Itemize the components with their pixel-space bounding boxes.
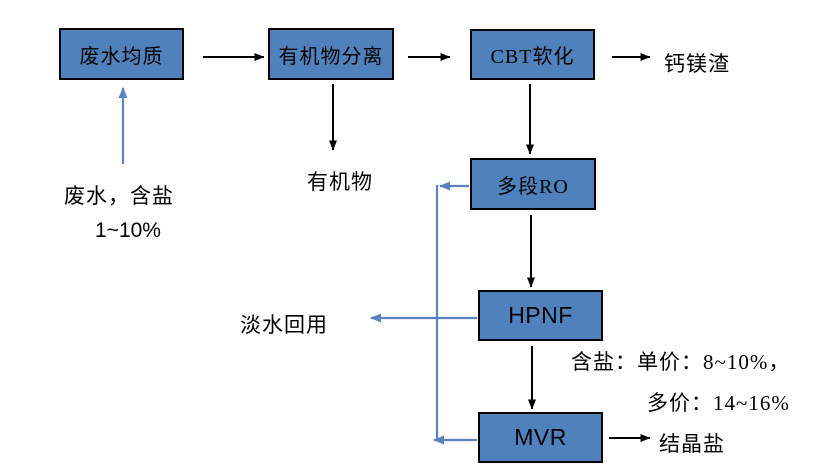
label-influent-salinity: 1~10% — [95, 219, 161, 242]
node-cbt-softening: CBT软化 — [470, 29, 595, 80]
node-organic-separation: 有机物分离 — [268, 28, 394, 80]
label-organics: 有机物 — [307, 170, 373, 194]
node-hpnf: HPNF — [478, 290, 603, 341]
node-mvr: MVR — [478, 412, 603, 463]
label-salt-note-monovalent: 含盐：单价：8~10%， — [571, 350, 791, 374]
label-influent-wastewater: 废水，含盐 — [64, 184, 174, 208]
node-multistage-ro: 多段RO — [470, 158, 596, 210]
node-wastewater-homogenization: 废水均质 — [59, 28, 184, 80]
label-crystal-salt: 结晶盐 — [659, 432, 725, 456]
label-calcium-magnesium-slag: 钙镁渣 — [664, 52, 730, 76]
label-fresh-water-reuse: 淡水回用 — [240, 313, 328, 337]
label-salt-note-multivalent: 多价：14~16% — [647, 391, 790, 415]
